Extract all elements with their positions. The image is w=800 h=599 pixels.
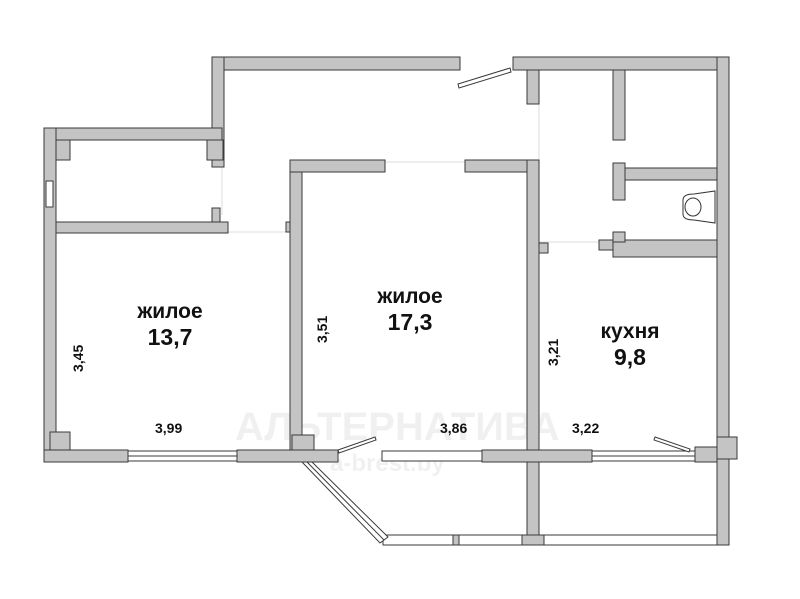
- room-area: 13,7: [147, 324, 193, 351]
- room-name: жилое: [377, 285, 443, 308]
- dim-kitchen-width: 3,22: [572, 420, 600, 436]
- watermark-brand: АЛЬТЕРНАТИВА: [235, 405, 560, 449]
- room-name: жилое: [137, 300, 203, 323]
- balcony-door: [337, 436, 377, 454]
- kitchen-door: [653, 436, 691, 453]
- walls: [43, 56, 738, 546]
- room-kitchen: кухня 9,8: [570, 320, 690, 371]
- dim-room1-height: 3,45: [70, 344, 86, 372]
- dim-room2-width: 3,86: [440, 420, 468, 436]
- dim-room1-width: 3,99: [155, 420, 183, 436]
- entrance-door: [457, 67, 512, 89]
- room-area: 17,3: [387, 309, 433, 336]
- dim-room2-height: 3,51: [314, 315, 330, 343]
- room-living-1: жилое 13,7: [110, 300, 230, 351]
- room-area: 9,8: [614, 344, 646, 371]
- room-living-2: жилое 17,3: [350, 285, 470, 336]
- dim-kitchen-height: 3,21: [545, 338, 561, 366]
- guide-lines: [221, 70, 613, 243]
- room-name: кухня: [600, 320, 660, 343]
- toilet-icon: [682, 190, 716, 224]
